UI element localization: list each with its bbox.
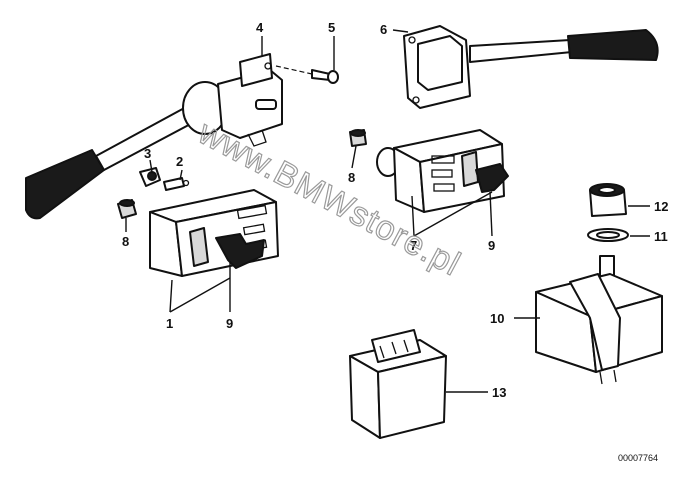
callout-9: 9 (226, 316, 233, 331)
callout-13: 13 (492, 385, 506, 400)
turn-signal-switch-part (25, 53, 283, 220)
callout-12: 12 (654, 199, 668, 214)
callout-7: 7 (410, 238, 417, 253)
callout-11: 11 (654, 229, 668, 244)
catalog-number: 00007764 (618, 453, 658, 463)
screw-part (275, 65, 339, 84)
knob-cap-part (349, 129, 367, 147)
callout-3: 3 (144, 146, 151, 161)
wiper-switch-part (403, 25, 659, 109)
knob-cap-part (117, 199, 137, 219)
callout-5: 5 (328, 20, 335, 35)
fog-light-switch-part (376, 129, 509, 213)
callout-labels: 4 5 6 3 2 8 1 9 8 7 9 12 11 10 13 (122, 20, 668, 400)
callout-8: 8 (348, 170, 355, 185)
leader-lines (125, 29, 650, 393)
bulb-part (163, 177, 190, 191)
callout-8: 8 (122, 234, 129, 249)
callout-9: 9 (488, 238, 495, 253)
washer-part (587, 228, 629, 242)
callout-4: 4 (256, 20, 264, 35)
callout-1: 1 (166, 316, 173, 331)
callout-6: 6 (380, 22, 387, 37)
nut-part (589, 183, 627, 217)
callout-10: 10 (490, 311, 504, 326)
callout-2: 2 (176, 154, 183, 169)
bulb-holder-part (139, 167, 161, 187)
switch-box-part (535, 255, 663, 385)
relay-part (349, 329, 447, 439)
light-switch-part (149, 189, 279, 277)
